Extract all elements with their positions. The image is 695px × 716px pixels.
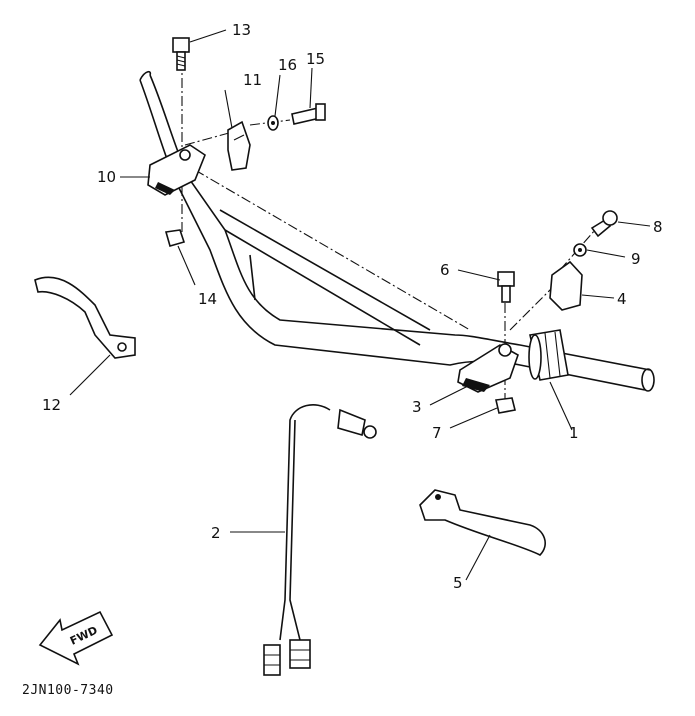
leader-lines <box>69 29 651 581</box>
part-5-lever <box>419 489 546 556</box>
callout-15: 15 <box>306 50 325 68</box>
part-8-bolt <box>590 210 618 238</box>
callout-5: 5 <box>453 574 463 592</box>
callout-16: 16 <box>278 56 297 74</box>
part-14-nut <box>164 229 186 247</box>
part-4-clamp <box>549 260 583 311</box>
part-10-lever-holder <box>147 144 206 196</box>
callout-12: 12 <box>42 396 61 414</box>
callout-2: 2 <box>211 524 221 542</box>
part-2-switch-cable <box>263 404 377 676</box>
diagram-part-code: 2JN100-7340 <box>22 683 114 698</box>
part-6-bolt <box>497 271 515 303</box>
part-13-bolt <box>172 37 190 71</box>
callout-9: 9 <box>631 250 641 268</box>
callout-10: 10 <box>97 168 116 186</box>
part-12-lever <box>34 276 136 359</box>
part-1-throttle-grip <box>528 329 569 381</box>
callout-3: 3 <box>412 398 422 416</box>
callout-6: 6 <box>440 261 450 279</box>
callout-4: 4 <box>617 290 627 308</box>
callout-14: 14 <box>198 290 217 308</box>
part-9-washer <box>573 243 587 257</box>
callout-8: 8 <box>653 218 663 236</box>
handlebar <box>139 70 655 392</box>
fwd-arrow: FWD <box>38 610 114 666</box>
callout-1: 1 <box>569 424 579 442</box>
part-7-nut <box>495 397 516 414</box>
callout-11: 11 <box>243 71 262 89</box>
part-16-washer <box>267 115 279 131</box>
callout-labels: 13 16 15 11 10 14 12 8 9 4 6 3 7 1 2 5 <box>42 21 663 592</box>
callout-13: 13 <box>232 21 251 39</box>
part-11-clamp <box>227 120 251 171</box>
part-3-lever-holder <box>457 343 519 393</box>
callout-7: 7 <box>432 424 442 442</box>
part-15-bolt <box>291 103 326 125</box>
